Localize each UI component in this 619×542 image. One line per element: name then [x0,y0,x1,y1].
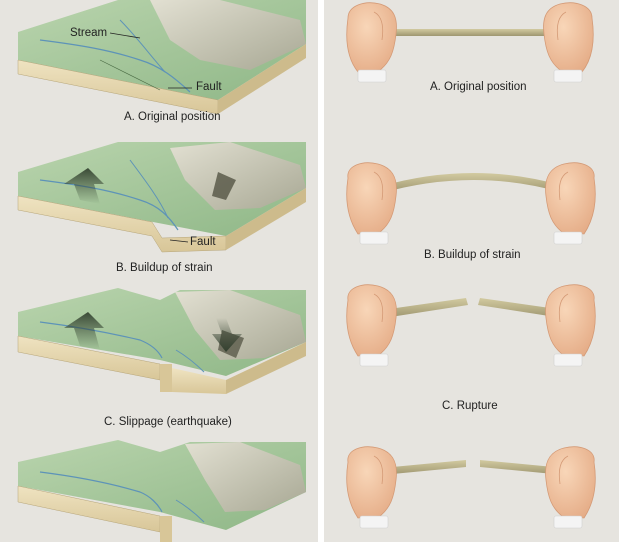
right-fist-a [544,3,594,82]
block-c [18,288,306,394]
stick-analogy-panel: A. Original position B. Buildup of strai… [324,0,619,542]
stick-b [347,163,596,244]
fault-label-a: Fault [196,81,222,93]
right-fist-b [546,163,596,244]
stick-caption-b: B. Buildup of strain [424,249,521,261]
stream-label: Stream [70,27,107,39]
left-fist-c [347,285,397,366]
stick-d [347,447,596,528]
right-fist-c [546,285,596,366]
fault-label-b: Fault [190,236,216,248]
fault-caption-c: C. Slippage (earthquake) [104,416,232,428]
stick-caption-c: C. Rupture [442,400,498,412]
right-fist-d [546,447,596,528]
fault-block-panel: Stream Fault Fault A. Original position … [0,0,318,542]
stick-c [347,285,596,366]
block-d [18,440,306,542]
block-a [18,0,306,114]
left-fist-b [347,163,397,244]
stick-caption-a: A. Original position [430,81,527,93]
fault-caption-a: A. Original position [124,111,221,123]
left-fist-d [347,447,397,528]
block-b [18,142,306,252]
stick-a [347,3,594,82]
fault-caption-b: B. Buildup of strain [116,262,213,274]
left-fist-a [347,3,397,82]
